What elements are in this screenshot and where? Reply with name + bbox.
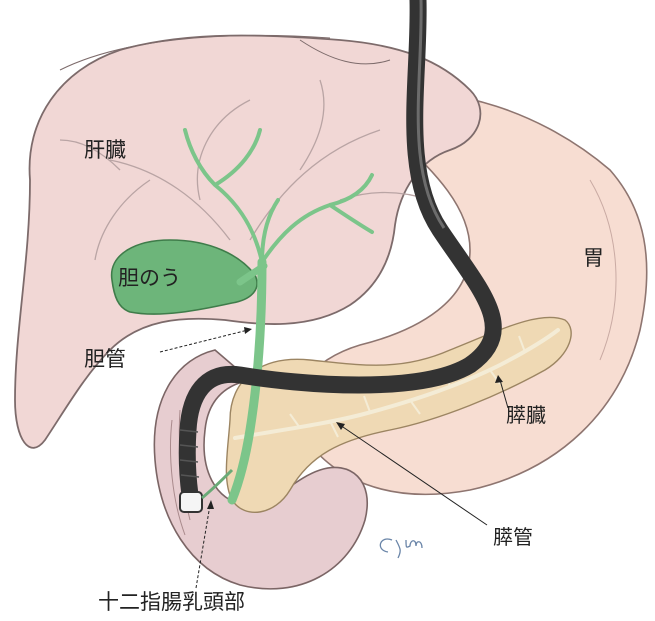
bile-duct-pointer-arrow: [244, 327, 252, 334]
label-pancreas: 膵臓: [506, 405, 546, 425]
label-pancreatic-duct: 膵管: [493, 527, 533, 547]
label-gallbladder: 胆のう: [118, 268, 181, 289]
label-liver: 肝臓: [84, 140, 126, 161]
artist-signature: [380, 539, 422, 558]
bile-duct-pointer: [160, 330, 248, 352]
label-bile-duct: 胆管: [84, 349, 126, 370]
endoscope-tip: [180, 492, 202, 512]
label-stomach: 胃: [583, 248, 604, 269]
label-duodenal-papilla: 十二指腸乳頭部: [98, 592, 245, 613]
